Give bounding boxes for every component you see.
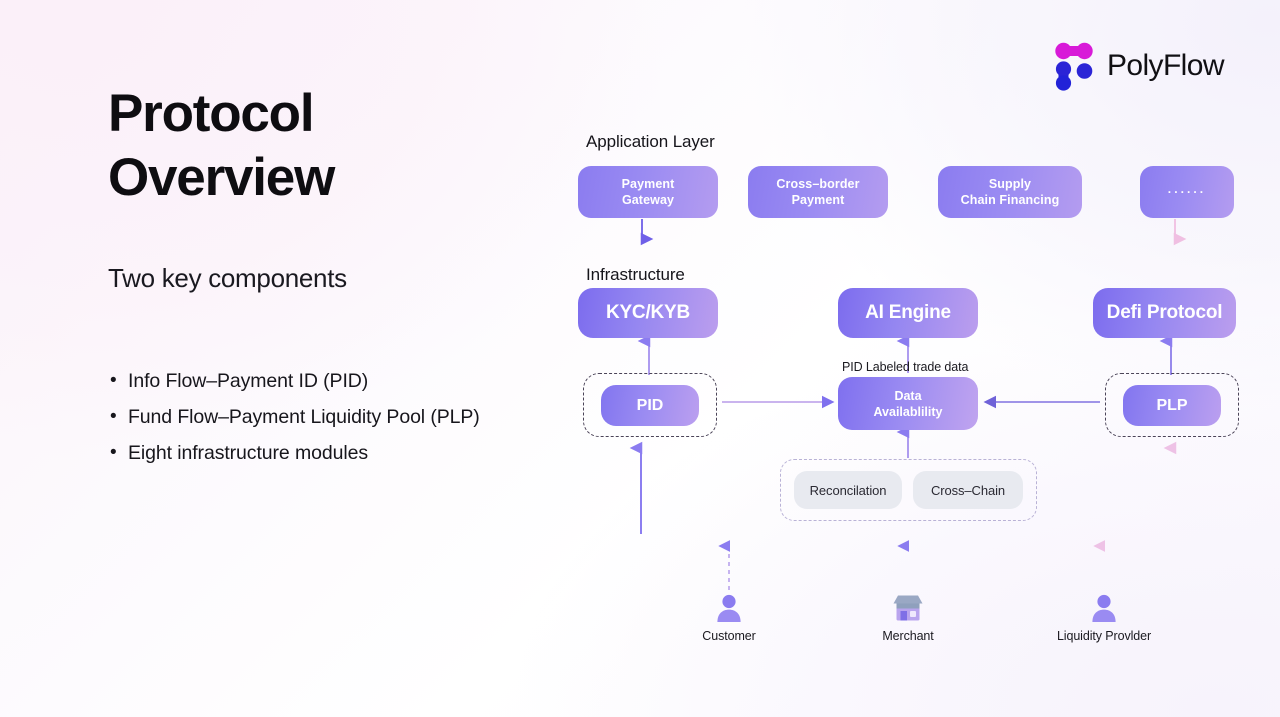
page-title-line-1: Protocol xyxy=(108,84,315,143)
list-item-label: Fund Flow–Payment Liquidity Pool (PLP) xyxy=(128,406,480,428)
actor-customer: Customer xyxy=(669,589,789,643)
list-item-label: Info Flow–Payment ID (PID) xyxy=(128,370,369,392)
app-node-more[interactable]: ······ xyxy=(1140,166,1234,218)
app-node-label-line2: Chain Financing xyxy=(960,193,1060,207)
app-node-supply-chain-financing[interactable]: Supply Chain Financing xyxy=(938,166,1082,218)
module-chip-cross-chain[interactable]: Cross–Chain xyxy=(913,471,1023,509)
list-item: • Info Flow–Payment ID (PID) xyxy=(110,363,530,399)
infra-node-defi-protocol[interactable]: Defi Protocol xyxy=(1093,288,1236,338)
bullet-marker: • xyxy=(110,406,117,427)
modules-group xyxy=(780,459,1037,521)
person-icon xyxy=(669,589,789,623)
core-node-label: PLP xyxy=(1156,396,1188,414)
data-availability-label-line1: Data xyxy=(894,388,922,403)
app-node-cross-border-payment[interactable]: Cross–border Payment xyxy=(748,166,888,218)
actor-liquidity-provider: Liquidity Provlder xyxy=(1044,589,1164,643)
app-node-label-line1: Cross–border xyxy=(776,177,860,191)
store-icon xyxy=(848,589,968,623)
app-node-label-line2: Payment xyxy=(791,193,845,207)
key-components-list: • Info Flow–Payment ID (PID) • Fund Flow… xyxy=(110,363,530,471)
pid-module-group xyxy=(583,373,717,437)
infra-node-ai-engine[interactable]: AI Engine xyxy=(838,288,978,338)
module-chip-reconciliation[interactable]: Reconcilation xyxy=(794,471,902,509)
edge-label-pid-labeled-trade-data: PID Labeled trade data xyxy=(842,360,969,374)
module-chip-label: Reconcilation xyxy=(809,482,887,498)
plp-module-group xyxy=(1105,373,1239,437)
bullet-marker: • xyxy=(110,370,117,391)
list-item-label: Eight infrastructure modules xyxy=(128,442,368,464)
page-title: Protocol Overview xyxy=(108,82,578,210)
app-node-label-line1: ······ xyxy=(1167,185,1207,199)
list-item: • Fund Flow–Payment Liquidity Pool (PLP) xyxy=(110,399,530,435)
infra-node-kyc-kyb[interactable]: KYC/KYB xyxy=(578,288,718,338)
section-label-application-layer: Application Layer xyxy=(586,132,715,151)
app-node-payment-gateway[interactable]: Payment Gateway xyxy=(578,166,718,218)
core-node-plp[interactable]: PLP xyxy=(1123,385,1221,426)
brand-logo: PolyFlow xyxy=(1053,40,1233,92)
core-node-label: PID xyxy=(636,396,664,414)
infra-node-label: Defi Protocol xyxy=(1106,302,1223,323)
page-subtitle: Two key components xyxy=(108,263,347,293)
bullet-marker: • xyxy=(110,442,117,463)
actor-merchant: Merchant xyxy=(848,589,968,643)
app-node-label-line2: Gateway xyxy=(621,193,675,207)
module-chip-label: Cross–Chain xyxy=(930,482,1006,498)
core-node-data-availability[interactable]: Data Availablility xyxy=(838,377,978,430)
core-node-pid[interactable]: PID xyxy=(601,385,699,426)
actor-label: Merchant xyxy=(882,629,934,643)
infra-node-label: AI Engine xyxy=(865,302,951,323)
page-title-line-2: Overview xyxy=(108,148,335,207)
polyflow-logo-icon xyxy=(1053,41,1097,91)
list-item: • Eight infrastructure modules xyxy=(110,435,530,471)
infra-node-label: KYC/KYB xyxy=(605,302,691,323)
person-icon xyxy=(1044,589,1164,623)
app-node-label-line1: Supply xyxy=(988,177,1032,191)
actor-label: Customer xyxy=(702,629,756,643)
section-label-infrastructure: Infrastructure xyxy=(586,265,685,284)
data-availability-label-line2: Availablility xyxy=(873,404,943,419)
brand-name: PolyFlow xyxy=(1107,49,1225,82)
app-node-label-line1: Payment xyxy=(621,177,675,191)
actor-label: Liquidity Provlder xyxy=(1056,629,1152,643)
